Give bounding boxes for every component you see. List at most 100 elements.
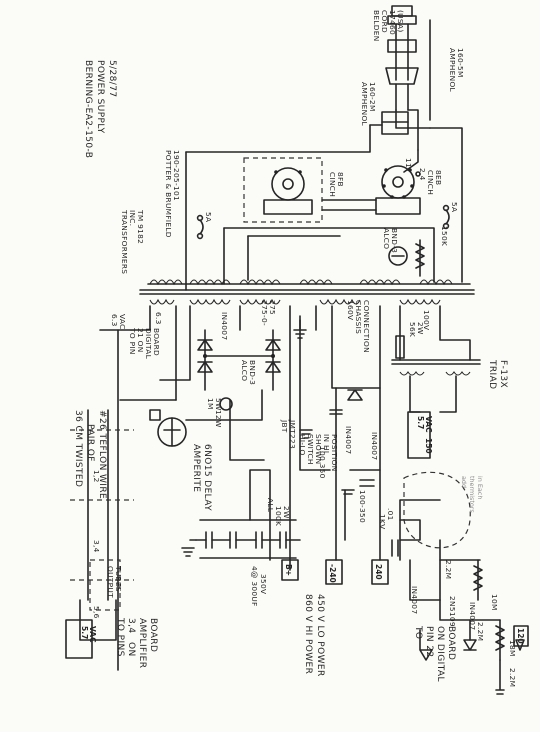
out63-line-2: VAC (118, 314, 127, 330)
relay-left-line-2: 8FB (336, 172, 345, 187)
out63-line-5: DIGITAL (144, 328, 153, 360)
winding-275-line-2: 275 (268, 300, 277, 315)
hv-note-line-2: 450 V LO POWER (315, 594, 325, 677)
neon-line-1: ALCO (382, 228, 391, 249)
winding-63-label: 6.3 (154, 312, 163, 325)
winding-100-label: 100V (422, 310, 431, 330)
res-22m-label-1: 2.2M (444, 560, 453, 579)
diode-label-2: IN4007 (344, 426, 353, 454)
vac57-box-line-3: 150 (424, 438, 433, 454)
relay-left (243, 157, 323, 223)
neon-indicator (388, 239, 425, 277)
res-56k-line-1: 56K (408, 322, 417, 337)
res-150k-label: 150K (440, 226, 449, 246)
vac57-bottom-line-1: 5.7 (80, 626, 89, 639)
winding-160-label: 160V CHASSIS CONNECTION (346, 300, 371, 353)
alco-line-1: ALCO (240, 360, 249, 381)
res-100k-label: ALL 100K 2W (266, 498, 291, 526)
fil-label-1: 1,2 (92, 470, 101, 483)
rail-240-label: 240 (374, 564, 383, 580)
relay-note-line-5: SHOWN (314, 434, 323, 464)
potter-label: POTTER & BRUMFIELD 190-205-101 (164, 150, 181, 238)
triad-transformer (391, 359, 481, 376)
diode-label-3: IN4007 (370, 432, 379, 460)
transformer-primary (139, 279, 475, 305)
fuse-left (196, 214, 204, 240)
diode-label-5: IN4007 (468, 602, 477, 630)
cap-100-350b-label: 100-350 (358, 490, 367, 523)
twisted-line-1: 36 CM TWISTED (73, 410, 83, 487)
fuse-right-label: 5A (450, 202, 459, 212)
res-1m-line-2: 5W (214, 398, 223, 411)
relay-note-line-3: HI-LO (298, 434, 307, 456)
res-100k-line-1: 100K (274, 506, 283, 526)
amperite-delay (149, 409, 187, 447)
twisted-note: 36 CM TWISTED PAIR OF #26 TEFLON WIRE (73, 410, 107, 499)
amphenol-jack-line-2: 160-2M (368, 82, 377, 112)
relay-pin-label: 2,4 (418, 168, 427, 181)
vac57-bottom-box (65, 619, 93, 659)
winding-275-line-1: 275-0- (260, 300, 269, 326)
capacitor-bank (195, 531, 301, 549)
winding-275-label: 275-0- 275 (260, 300, 277, 326)
alco-line-2: BND-3 (248, 360, 257, 385)
relay-note-line-2: JMT223 (288, 419, 297, 449)
res-10m-label: 10M (490, 594, 499, 611)
rail-bplus-label: B+ (284, 564, 293, 576)
diode-label-1: IN4007 (220, 312, 229, 340)
amphenol-jack-label: AMPHENOL 160-2M (360, 82, 377, 127)
res-22m-label-2: 2.2M (476, 622, 485, 641)
cap-300-line-1: 4@ 300UF (250, 566, 259, 607)
relay-note-line-4: SWITCH (306, 434, 315, 465)
tube-box-line-1: OUTPUT (106, 566, 115, 598)
fuse-right (442, 204, 450, 230)
cord-line-2: CORD (380, 10, 389, 33)
cap-300-line-2: 350V (259, 574, 268, 594)
out63-line-1: 6.3 (110, 314, 119, 327)
right-box-label: 120 (516, 628, 525, 644)
digital-board-line-1: TO (413, 625, 423, 639)
fuse-left-label: 5A (204, 212, 213, 222)
digital-board-label: TO PIN 22 ON DIGITAL BOARD (413, 625, 456, 682)
winding-160-line-2: CHASSIS (354, 300, 363, 334)
transistor-label: 2N5109 (448, 596, 457, 627)
title-line-3: 5/28/77 (107, 60, 117, 98)
res-100k-line-2: 2W (282, 506, 291, 519)
added-note-line-1: add (460, 476, 468, 488)
relay-right (375, 165, 421, 215)
res-1m-label: 1M 5W 12W (206, 398, 223, 428)
twisted-line-2: PAIR OF (85, 424, 95, 462)
amphenol-plug-line-2: 160-5M (456, 48, 465, 78)
cord-line-3: 17460 (388, 10, 397, 35)
alco-label: ALCO BND-3 (240, 360, 257, 385)
potter-line-2: 190-205-101 (172, 150, 181, 201)
mains-cord (385, 5, 431, 151)
amphenol-jack (369, 111, 409, 135)
cord-line-1: BELDEN (372, 10, 381, 42)
title-line-2: POWER SUPPLY (95, 60, 105, 134)
res-18m-label: 18M (508, 640, 517, 657)
cord-label: BELDEN CORD 17460 (USA) (372, 10, 405, 42)
relay-note: JBT JMT223 HI-LO SWITCH SHOWN IN HI POSI… (280, 419, 339, 472)
transformers-line-3: TM 9182 (136, 209, 145, 244)
relay-note-line-1: JBT (280, 419, 289, 433)
digital-board-line-2: PIN 22 (424, 626, 434, 658)
digital-board-line-4: BOARD (446, 626, 456, 660)
vac57-box-line-1: 5.7 (416, 416, 425, 429)
amp-board-label: TO PINS 3,4 ON AMPLIFIER BOARD (115, 617, 158, 668)
added-note: add thermistors in Each (460, 476, 484, 513)
relay-right-line-1: CINCH (426, 170, 435, 195)
cap-300-label: 4@ 300UF 350V (250, 566, 268, 607)
triad-label: TRIAD F-13X (487, 359, 508, 390)
res-56k-line-2: 2W (416, 322, 425, 335)
res-1m-line-3: 12W (214, 410, 223, 428)
out63-line-6: BOARD (152, 328, 161, 356)
amp-board-line-4: AMPLIFIER (137, 618, 147, 668)
winding-160-line-1: 160V (346, 300, 355, 320)
transformers-label: TRANSFORMERS INC. TM 9182 (120, 209, 145, 274)
output-tubes-box (89, 559, 121, 611)
vac57-bottom-label: 5.7 VAC (80, 626, 97, 643)
added-note-line-3: in Each (476, 476, 484, 499)
